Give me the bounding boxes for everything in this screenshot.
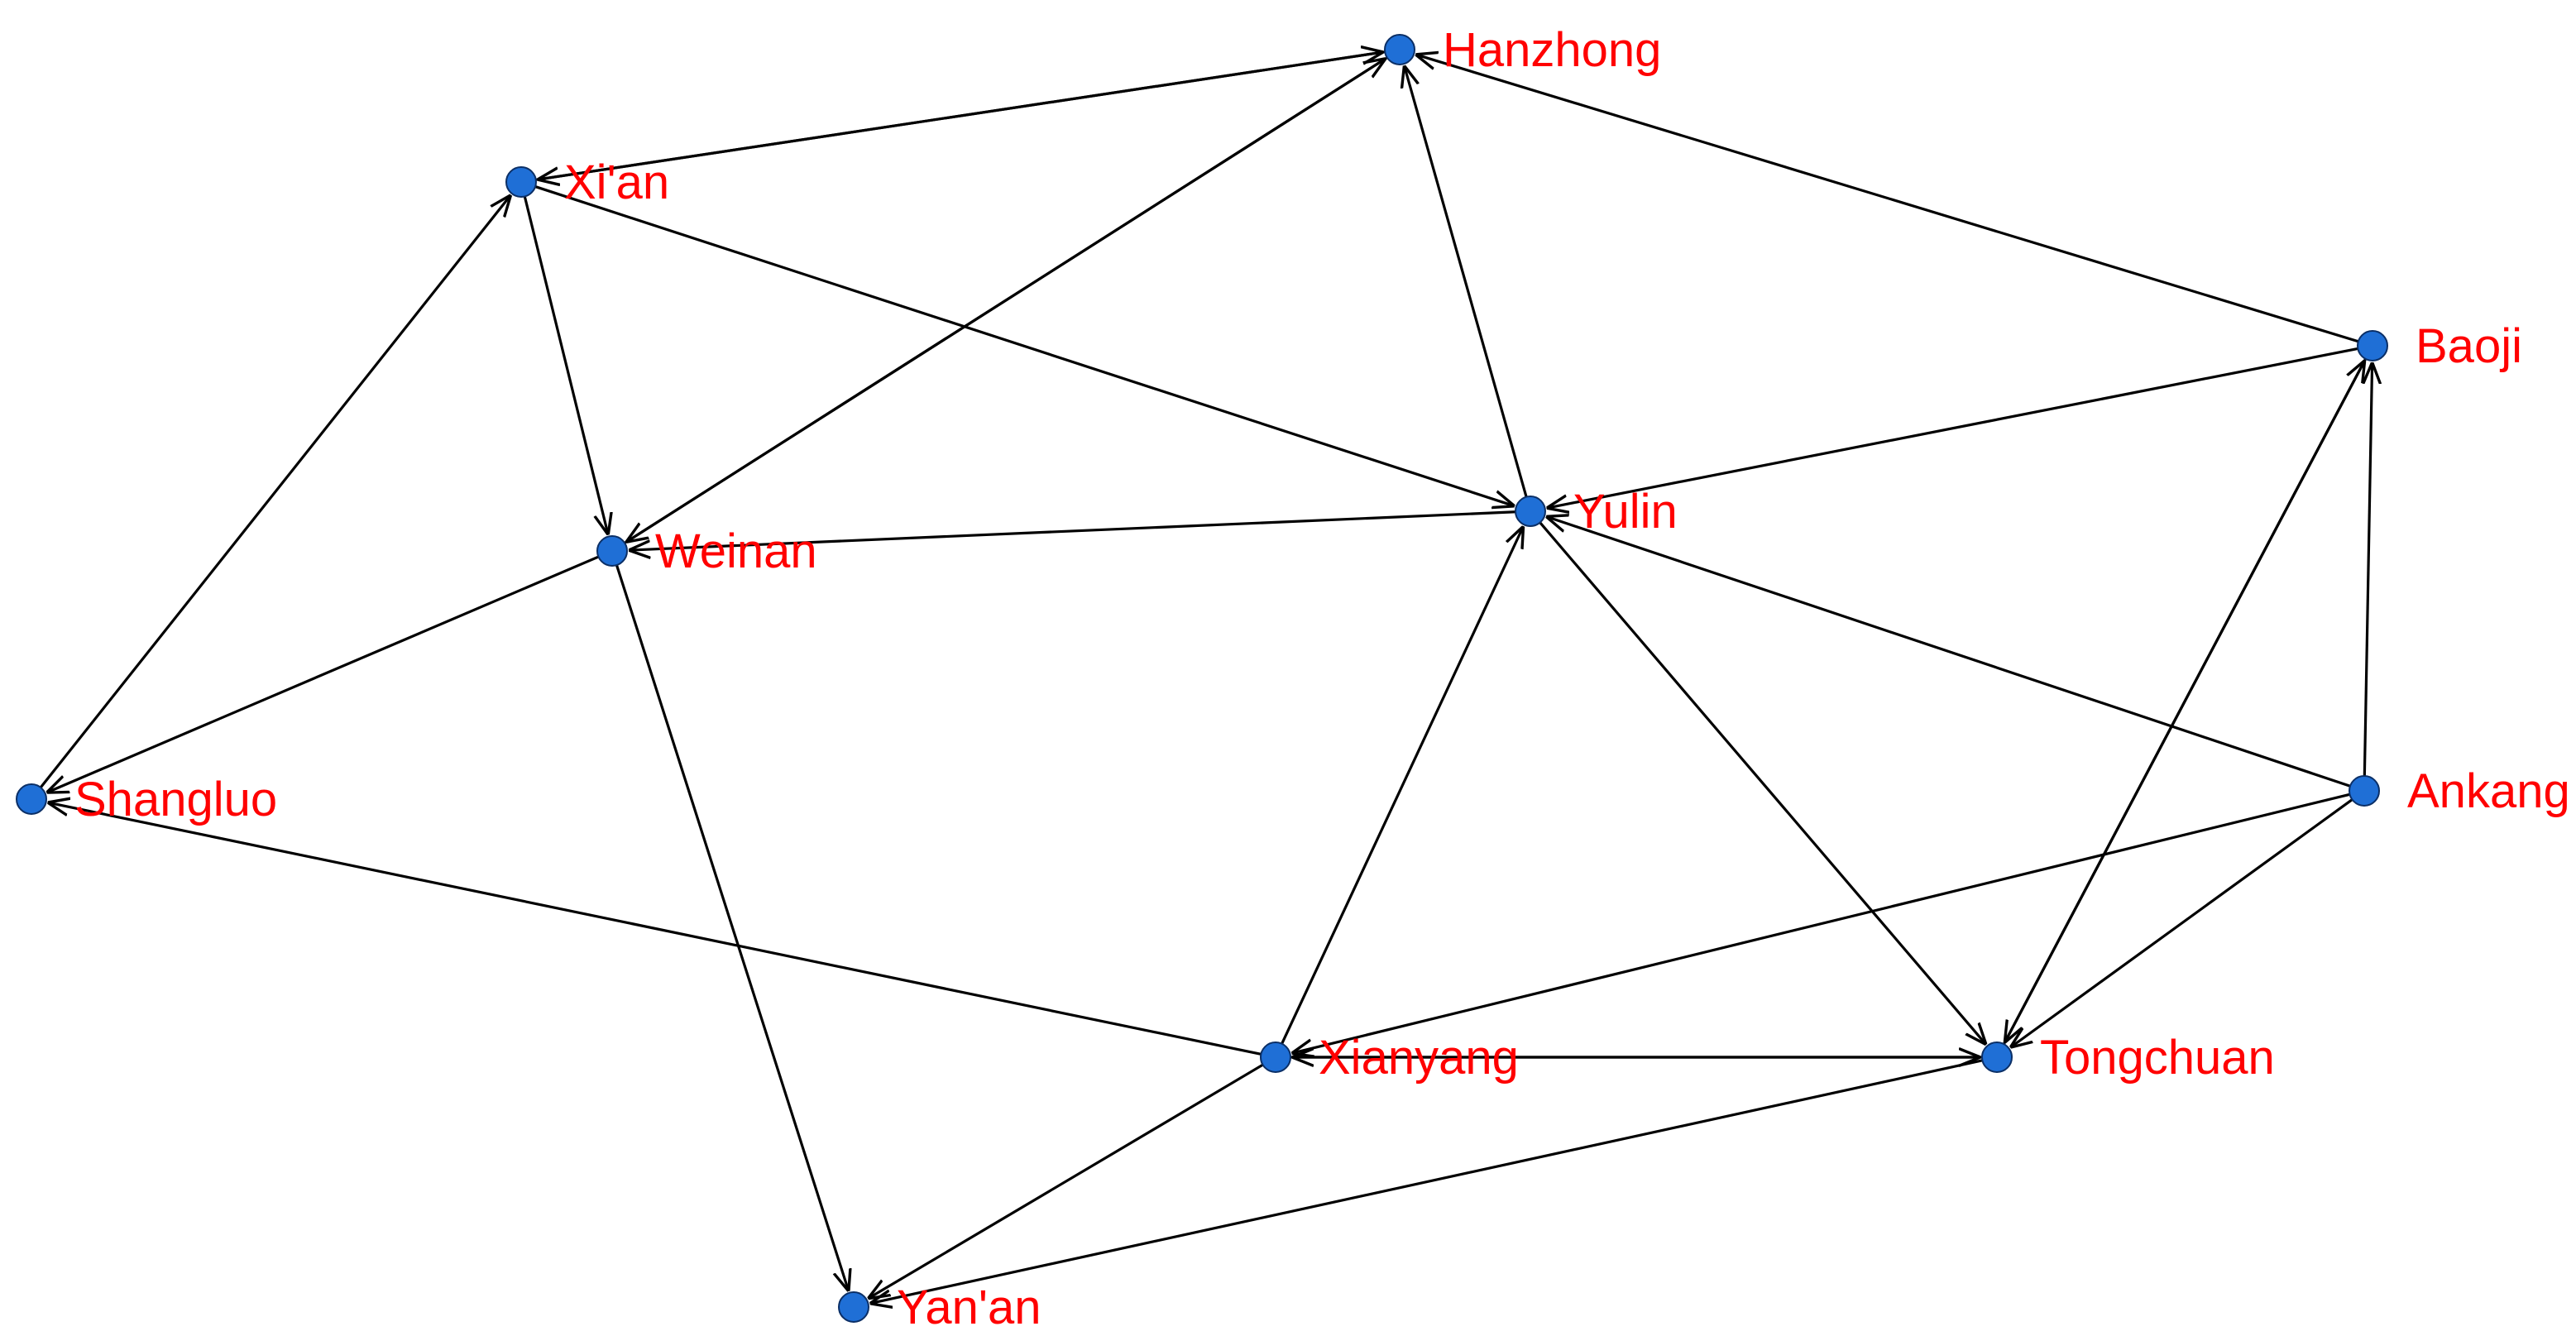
node-baoji[interactable] xyxy=(2357,330,2388,362)
edge-xianyang-to-shangluo xyxy=(48,802,1262,1056)
node-label-weinan: Weinan xyxy=(655,524,817,578)
node-label-xianyang: Xianyang xyxy=(1319,1031,1519,1085)
edge-weinan-to-shangluo xyxy=(46,555,600,793)
node-label-shangluo: Shangluo xyxy=(74,773,277,826)
node-label-ankang: Ankang xyxy=(2407,764,2570,818)
edge-tongchuan-to-yanan xyxy=(870,1059,1983,1304)
edge-ankang-to-yulin xyxy=(1546,516,2351,788)
edge-xian-to-yulin xyxy=(534,185,1515,506)
node-yulin[interactable] xyxy=(1515,496,1546,527)
node-label-yanan: Yan'an xyxy=(897,1281,1041,1334)
node-weinan[interactable] xyxy=(596,535,628,567)
node-shangluo[interactable] xyxy=(16,783,47,815)
edge-yulin-to-hanzhong xyxy=(1404,65,1528,498)
edge-hanzhong-to-weinan xyxy=(626,56,1388,543)
node-ankang[interactable] xyxy=(2349,775,2380,807)
node-label-tongchuan: Tongchuan xyxy=(2040,1031,2275,1085)
edge-ankang-to-baoji xyxy=(2364,362,2372,777)
edge-weinan-to-yanan xyxy=(615,564,848,1291)
node-tongchuan[interactable] xyxy=(1981,1042,2013,1073)
edge-hanzhong-to-xian xyxy=(538,50,1386,180)
edge-baoji-to-yulin xyxy=(1547,347,2358,508)
edge-baoji-to-hanzhong xyxy=(1415,55,2359,343)
node-label-xian: Xi'an xyxy=(564,156,669,209)
node-xianyang[interactable] xyxy=(1260,1042,1291,1073)
node-hanzhong[interactable] xyxy=(1384,34,1415,65)
edge-xianyang-to-yanan xyxy=(868,1063,1264,1299)
edges-layer xyxy=(39,50,2372,1304)
node-label-yulin: Yulin xyxy=(1573,485,1678,539)
nodes-layer xyxy=(16,34,2388,1323)
edge-ankang-to-tongchuan xyxy=(2010,798,2353,1048)
edge-tongchuan-to-baoji xyxy=(2002,361,2364,1045)
node-xian[interactable] xyxy=(505,166,537,198)
edge-xianyang-to-yulin xyxy=(1281,526,1524,1045)
edge-yulin-to-tongchuan xyxy=(1539,521,1986,1045)
edge-ankang-to-xianyang xyxy=(1291,793,2350,1053)
edge-yulin-to-weinan xyxy=(629,510,1516,550)
node-yanan[interactable] xyxy=(838,1291,869,1323)
edge-shangluo-to-xian xyxy=(39,195,510,788)
node-label-hanzhong: Hanzhong xyxy=(1443,23,1661,77)
edge-xian-to-weinan xyxy=(523,196,608,534)
node-label-baoji: Baoji xyxy=(2416,319,2522,373)
